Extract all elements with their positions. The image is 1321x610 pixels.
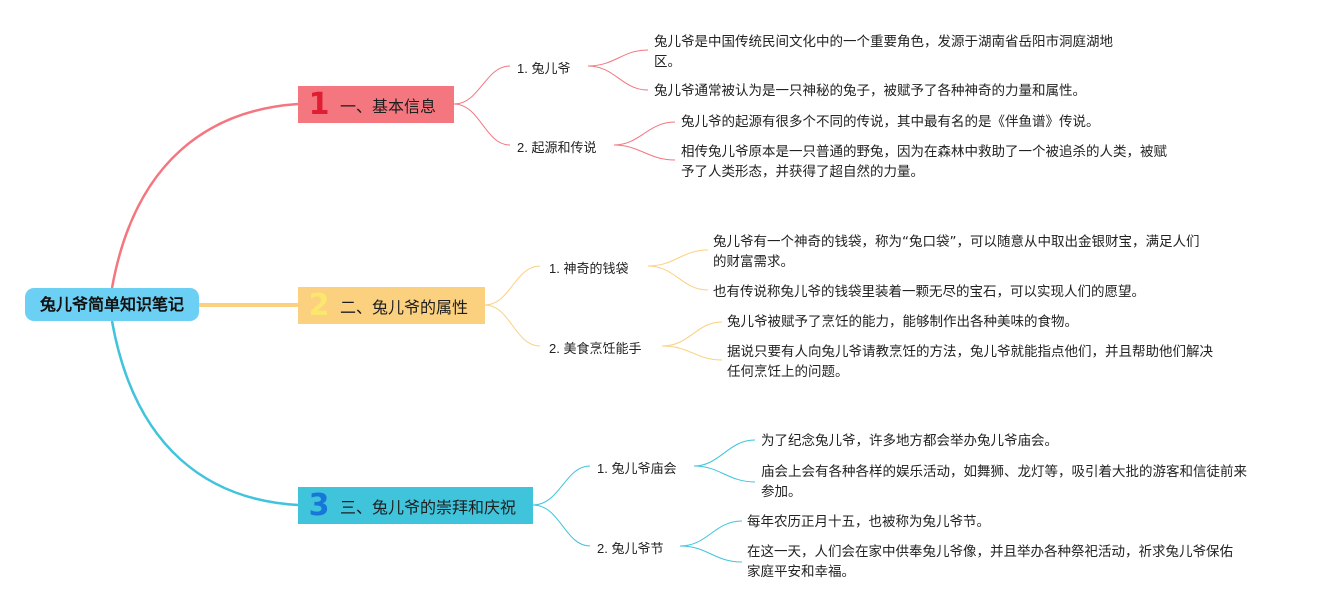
leaf-note: 兔儿爷被赋予了烹饪的能力，能够制作出各种美味的食物。 [727, 314, 1078, 330]
connector-root-branch-3 [110, 320, 299, 507]
connector-b3-s1-l1 [693, 439, 756, 467]
branch-label: 二、兔儿爷的属性 [340, 297, 469, 317]
leaf-note: 据说只要有人向兔儿爷请教烹饪的方法，兔儿爷就能指点他们，并且帮助他们解决任何烹饪… [727, 344, 1213, 380]
branch-number-2: 2 [308, 288, 330, 323]
branch-number-1: 1 [308, 87, 330, 122]
connector-b2-s2-l2 [661, 345, 723, 361]
leaf-note: 也有传说称兔儿爷的钱袋里装着一颗无尽的宝石，可以实现人们的愿望。 [713, 284, 1145, 300]
subtopic-magic-purse[interactable]: 1. 神奇的钱袋 [549, 261, 629, 276]
leaf-note: 相传兔儿爷原本是一只普通的野兔，因为在森林中救助了一个被追杀的人类，被赋予了人类… [681, 144, 1167, 180]
connector-b2-sub2 [484, 304, 541, 347]
connector-b2-s2-l1 [661, 321, 723, 347]
branch-attributes[interactable]: 2 二、兔儿爷的属性 [298, 287, 485, 324]
root-topic[interactable]: 兔儿爷简单知识笔记 [25, 288, 199, 321]
connector-b1-s2-l2 [613, 144, 676, 161]
subtopic-festival[interactable]: 2. 兔儿爷节 [597, 541, 664, 556]
connector-b1-s2-l1 [613, 121, 676, 146]
branch-label: 三、兔儿爷的崇拜和庆祝 [340, 497, 517, 517]
connector-b3-sub1 [532, 465, 591, 506]
leaf-note: 为了纪念兔儿爷，许多地方都会举办兔儿爷庙会。 [761, 433, 1058, 449]
connector-b1-s1-l1 [587, 49, 649, 67]
connector-b3-s2-l2 [679, 545, 743, 563]
connector-b2-s1-l2 [647, 265, 709, 291]
connector-root-branch-1 [110, 102, 299, 289]
connector-b1-sub2 [453, 103, 511, 146]
subtopic-rabbit-lord[interactable]: 1. 兔儿爷 [517, 61, 571, 76]
leaf-note: 兔儿爷是中国传统民间文化中的一个重要角色，发源于湖南省岳阳市洞庭湖地区。 [654, 34, 1113, 70]
branch-worship-celebration[interactable]: 3 三、兔儿爷的崇拜和庆祝 [298, 487, 533, 524]
branch-basic-info[interactable]: 1 一、基本信息 [298, 86, 454, 123]
branch-label: 一、基本信息 [340, 96, 437, 116]
connector-b2-s1-l1 [647, 249, 709, 267]
leaf-note: 兔儿爷有一个神奇的钱袋，称为“兔口袋”，可以随意从中取出金银财宝，满足人们的财富… [713, 234, 1200, 270]
leaf-note: 兔儿爷的起源有很多个不同的传说，其中最有名的是《伴鱼谱》传说。 [681, 114, 1100, 130]
connector-b3-sub2 [532, 504, 591, 547]
connector-b3-s2-l1 [679, 520, 743, 547]
leaf-note: 在这一天，人们会在家中供奉兔儿爷像，并且举办各种祭祀活动，祈求兔儿爷保佑家庭平安… [747, 544, 1233, 580]
subtopic-cooking-master[interactable]: 2. 美食烹饪能手 [549, 341, 642, 356]
leaf-note: 庙会上会有各种各样的娱乐活动，如舞狮、龙灯等，吸引着大批的游客和信徒前来参加。 [761, 464, 1247, 500]
subtopic-temple-fair[interactable]: 1. 兔儿爷庙会 [597, 461, 677, 476]
leaf-note: 兔儿爷通常被认为是一只神秘的兔子，被赋予了各种神奇的力量和属性。 [654, 83, 1086, 99]
connector-b3-s1-l2 [693, 465, 756, 483]
leaf-note: 每年农历正月十五，也被称为兔儿爷节。 [747, 514, 990, 530]
connector-b2-sub1 [484, 265, 541, 306]
branch-number-3: 3 [308, 488, 330, 523]
connector-b1-sub1 [453, 65, 511, 105]
subtopic-origin-legend[interactable]: 2. 起源和传说 [517, 140, 597, 155]
connector-b1-s1-l2 [587, 65, 649, 91]
